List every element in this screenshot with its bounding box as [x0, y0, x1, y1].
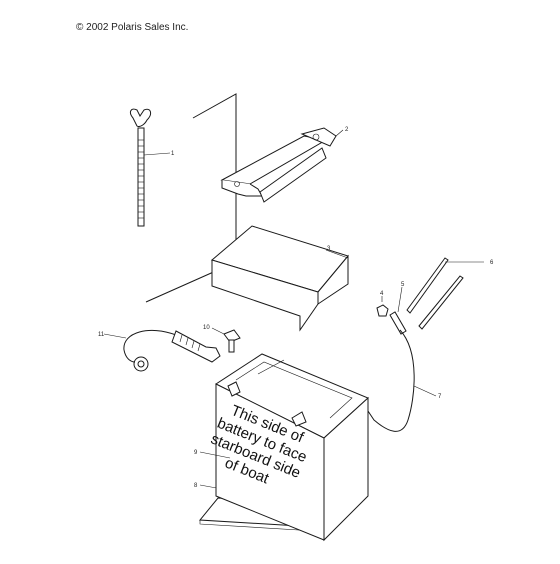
callout-6: 6 — [490, 260, 494, 266]
part-nut — [376, 296, 389, 317]
callout-4: 4 — [380, 291, 384, 297]
callout-1: 1 — [171, 151, 175, 157]
part-terminal-bolt — [211, 327, 241, 353]
callout-7: 7 — [438, 394, 442, 400]
part-cover — [210, 225, 349, 332]
callout-5: 5 — [401, 282, 405, 288]
part-straps — [406, 257, 484, 330]
part-cable — [103, 329, 221, 372]
copyright-text: © 2002 Polaris Sales Inc. — [76, 22, 189, 33]
part-vent-tube — [365, 329, 437, 432]
callout-11: 11 — [98, 332, 105, 338]
part-bolt — [389, 286, 407, 335]
callout-9: 9 — [194, 450, 198, 456]
callout-10: 10 — [203, 325, 210, 331]
part-battery — [199, 353, 369, 542]
callout-2: 2 — [345, 127, 349, 133]
callout-8: 8 — [194, 483, 198, 489]
part-hold-down-rod — [129, 108, 171, 227]
callout-3: 3 — [327, 246, 331, 252]
part-bracket — [220, 127, 344, 203]
